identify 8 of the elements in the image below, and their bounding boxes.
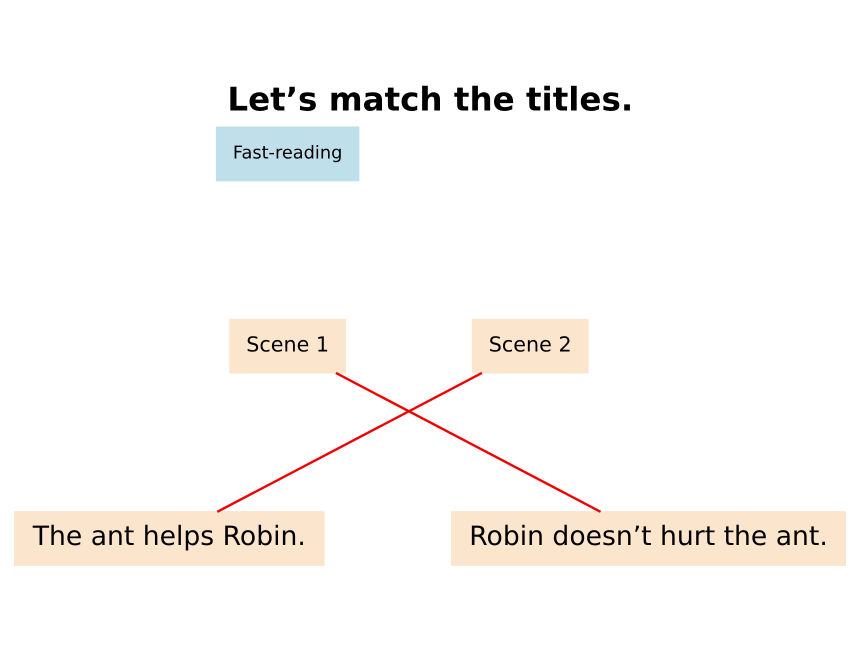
diagram-title: Let’s match the titles.: [227, 80, 634, 118]
node-box: The ant helps Robin.: [14, 511, 325, 566]
node-box: Scene 2: [472, 318, 589, 374]
connector: [335, 372, 602, 513]
node-box: Fast-reading: [216, 126, 360, 182]
connector: [216, 372, 482, 513]
node-box: Scene 1: [229, 318, 346, 374]
node-box: Robin doesn’t hurt the ant.: [451, 511, 846, 566]
